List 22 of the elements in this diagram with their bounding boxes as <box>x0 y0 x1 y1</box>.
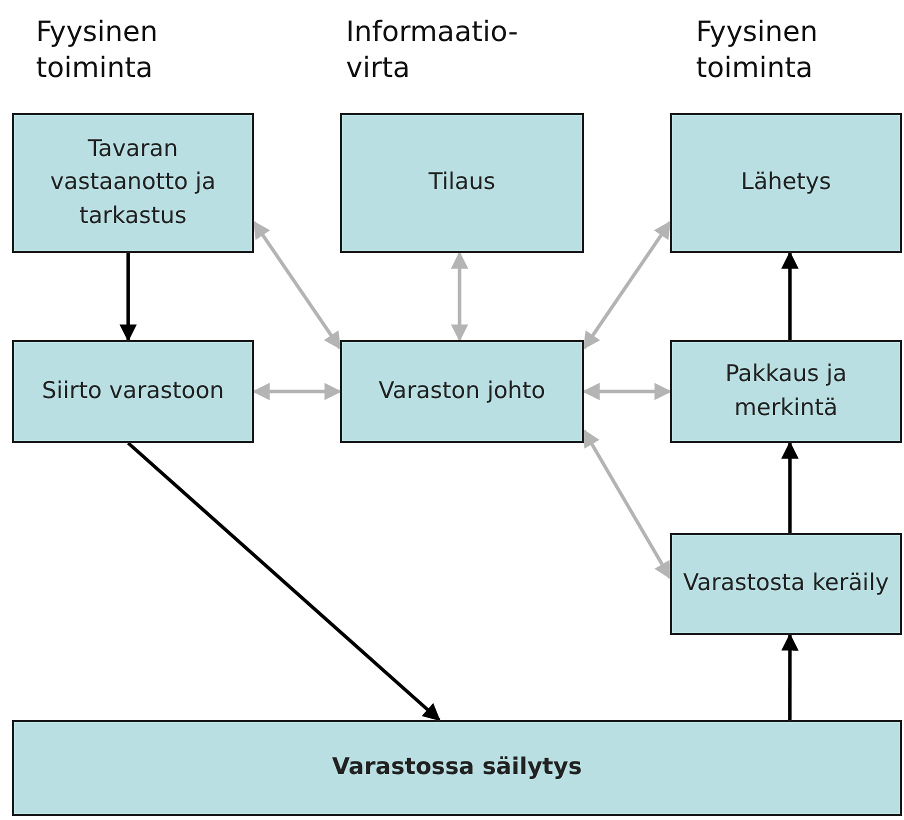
process-box: Varastosta keräily <box>670 533 902 635</box>
column-heading: Fyysinen toiminta <box>36 14 159 86</box>
arrow <box>781 441 799 533</box>
process-box: Tilaus <box>340 113 584 253</box>
arrow <box>781 251 799 340</box>
process-box: Tavaran vastaanotto ja tarkastus <box>12 113 254 253</box>
arrow <box>252 382 342 400</box>
column-heading: Informaatio- virta <box>346 14 520 86</box>
arrow <box>582 382 672 400</box>
process-box: Pakkaus ja merkintä <box>670 340 902 443</box>
process-box: Siirto varastoon <box>12 340 254 443</box>
arrow <box>781 633 799 720</box>
arrow <box>119 253 137 342</box>
arrow <box>252 220 342 350</box>
process-box: Lähetys <box>670 113 902 253</box>
process-box: Varaston johto <box>340 340 584 443</box>
column-heading: Fyysinen toiminta <box>696 14 819 86</box>
arrow <box>450 251 468 342</box>
process-box: Varastossa säilytys <box>12 720 902 816</box>
arrow <box>582 429 672 580</box>
arrow <box>582 220 672 350</box>
arrow <box>127 442 440 722</box>
